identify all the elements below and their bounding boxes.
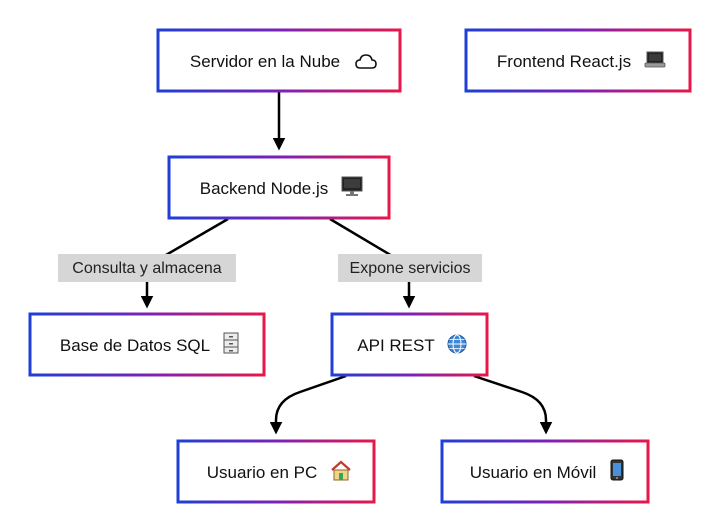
- node-api[interactable]: API REST: [330, 312, 489, 377]
- edge-label-consulta-text: Consulta y almacena: [72, 260, 222, 277]
- node-cloud-server-label: Servidor en la Nube: [190, 52, 340, 71]
- edge-api-to-user-pc: [269, 374, 347, 435]
- node-database-label: Base de Datos SQL: [60, 336, 210, 355]
- node-frontend-label: Frontend React.js: [497, 52, 631, 71]
- desktop-computer-icon: [341, 176, 363, 196]
- globe-icon: [447, 334, 467, 354]
- laptop-icon: [644, 51, 666, 68]
- node-frontend[interactable]: Frontend React.js: [464, 28, 692, 93]
- cloud-icon: [355, 54, 377, 69]
- edge-label-expone: Expone servicios: [338, 254, 482, 282]
- mobile-phone-icon: [610, 459, 624, 481]
- node-user-pc[interactable]: Usuario en PC: [176, 439, 376, 504]
- node-user-pc-label: Usuario en PC: [207, 463, 318, 482]
- node-cloud-server[interactable]: Servidor en la Nube: [156, 28, 402, 93]
- node-user-mobile[interactable]: Usuario en Móvil: [440, 439, 650, 504]
- house-icon: [331, 460, 351, 481]
- edge-label-consulta: Consulta y almacena: [58, 254, 236, 282]
- edge-api-to-user-mobile: [473, 374, 553, 435]
- node-backend[interactable]: Backend Node.js: [167, 155, 391, 220]
- edge-label-expone-text: Expone servicios: [350, 260, 471, 277]
- node-user-mobile-label: Usuario en Móvil: [470, 463, 597, 482]
- file-cabinet-icon: [223, 332, 239, 354]
- node-api-label: API REST: [357, 336, 434, 355]
- node-database[interactable]: Base de Datos SQL: [28, 312, 266, 377]
- node-backend-label: Backend Node.js: [200, 179, 329, 198]
